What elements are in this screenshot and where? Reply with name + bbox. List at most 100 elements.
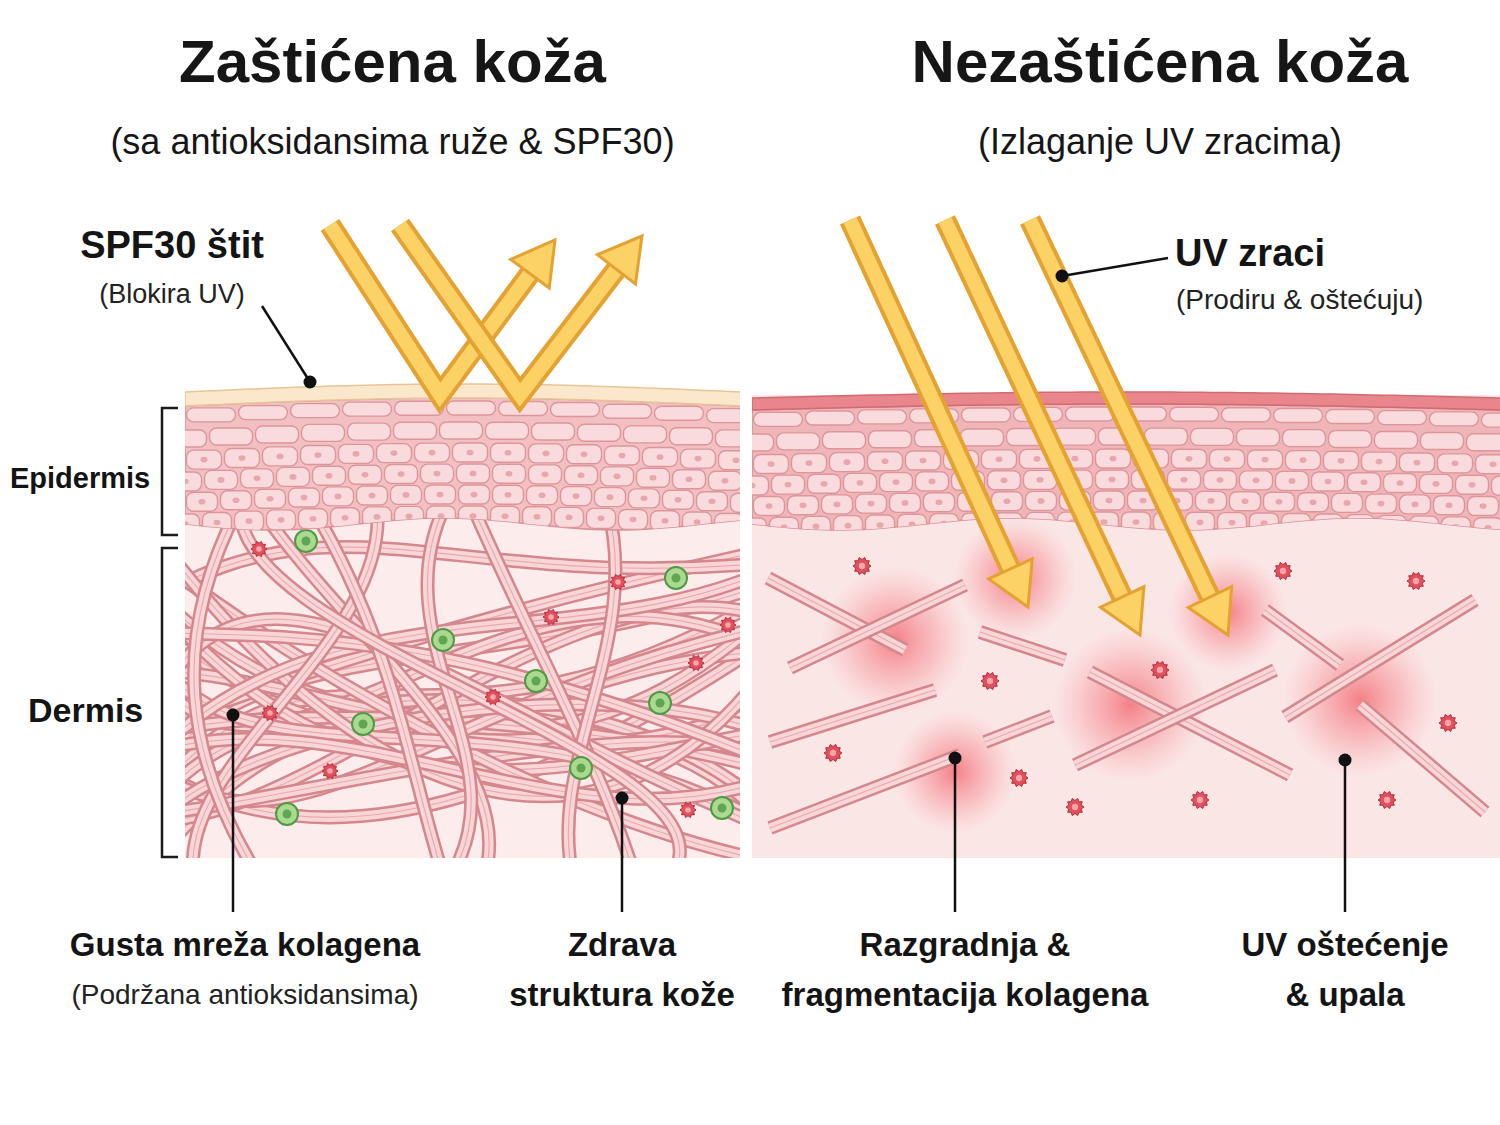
skin-cell: [1348, 473, 1381, 492]
cell-nucleus: [437, 492, 444, 498]
skin-cell: [357, 486, 388, 505]
collagen-fiber-core: [1090, 672, 1290, 775]
cell-nucleus: [857, 480, 864, 486]
skin-cell: [453, 443, 488, 462]
leader-dot: [1339, 754, 1352, 767]
cell-nucleus: [752, 483, 756, 489]
cell-nucleus: [1186, 456, 1193, 462]
panel-subtitle: (Izlaganje UV zracima): [820, 120, 1500, 163]
skin-cell: [1172, 449, 1207, 468]
panel-title: Nezaštićena koža: [820, 26, 1500, 98]
skin-cell: [1456, 475, 1489, 494]
skin-cell: [302, 424, 345, 441]
brackets-and-leaders: [162, 258, 1352, 912]
skin-cell: [605, 446, 640, 465]
collagen-fiber-line: [568, 500, 615, 858]
cell-nucleus: [398, 471, 405, 477]
cell-nucleus: [199, 499, 206, 505]
uv-ray: [945, 220, 1124, 601]
cell-nucleus: [1208, 498, 1215, 504]
cell-nucleus: [1310, 499, 1317, 505]
skin-cell: [1326, 409, 1375, 423]
cell-nucleus: [877, 522, 884, 528]
skin-cell: [459, 485, 490, 504]
antioxidant-cell: [276, 803, 298, 825]
dermis-ground: [752, 395, 1500, 858]
leader-line: [621, 798, 624, 912]
cell-nucleus: [821, 481, 828, 487]
skin-cell: [670, 428, 713, 445]
skin-cell: [673, 470, 706, 489]
skin-cell: [277, 467, 310, 486]
cell-nucleus: [362, 472, 369, 478]
skin-cell: [792, 454, 827, 473]
skin-cell: [187, 492, 218, 511]
skin-cell: [291, 404, 340, 418]
cell-nucleus: [1109, 477, 1116, 483]
skin-cell: [555, 507, 584, 527]
epidermis-cells: [185, 401, 740, 535]
skin-cell: [916, 472, 949, 491]
skin-cell: [1276, 471, 1309, 490]
inflammatory-cell: [610, 574, 626, 589]
antioxidant-cell-core: [302, 537, 311, 546]
antioxidant-cell: [665, 567, 687, 589]
callout-label: Zdrava struktura kože: [500, 920, 745, 1020]
cell-nucleus: [1325, 521, 1332, 527]
collagen-fiber-core: [1075, 670, 1275, 765]
cell-nucleus: [902, 500, 909, 506]
collagen-fiber: [770, 690, 935, 742]
cell-nucleus: [1229, 520, 1236, 526]
collagen-fiber: [1285, 600, 1475, 717]
cell-nucleus: [1325, 479, 1332, 485]
inflammatory-cell-core: [327, 768, 333, 774]
skin-cell: [1218, 513, 1247, 533]
inflammatory-cell: [1191, 791, 1209, 808]
skin-cell: [1240, 471, 1273, 490]
skin-cell: [1191, 428, 1234, 445]
skin-cell: [777, 433, 820, 450]
cell-nucleus: [290, 474, 297, 480]
skin-cell: [415, 443, 450, 462]
skin-cell: [527, 486, 558, 505]
skin-cell: [551, 403, 600, 417]
cell-nucleus: [581, 452, 588, 458]
skin-cell: [1122, 512, 1151, 532]
skin-cell: [1400, 453, 1435, 472]
cell-nucleus: [806, 460, 813, 466]
skin-cell: [868, 452, 903, 471]
cell-nucleus: [1397, 480, 1404, 486]
skin-cell: [823, 432, 866, 449]
collagen-fiber: [980, 632, 1065, 660]
cell-nucleus: [267, 496, 274, 502]
cell-nucleus: [566, 515, 573, 521]
cell-nucleus: [277, 454, 284, 460]
skin-cell: [830, 453, 865, 472]
dermis-bracket: [162, 548, 178, 857]
skin-cell: [806, 411, 855, 425]
collagen-fiber-line: [770, 755, 960, 828]
inflammatory-cell: [262, 705, 278, 720]
cell-nucleus: [471, 492, 478, 498]
skin-cell: [866, 515, 895, 535]
cell-nucleus: [233, 497, 240, 503]
inflammatory-cell-core: [1157, 667, 1163, 673]
cell-nucleus: [201, 457, 208, 463]
collagen-fiber-core: [985, 716, 1052, 742]
cell-nucleus: [214, 520, 221, 526]
antioxidant-cell: [352, 713, 374, 735]
cell-nucleus: [254, 476, 261, 482]
skin-cell: [601, 467, 634, 486]
skin-cell: [323, 487, 354, 506]
skin-cell: [493, 464, 526, 483]
cell-nucleus: [929, 479, 936, 485]
skin-cell: [1168, 470, 1201, 489]
cell-nucleus: [1490, 462, 1497, 468]
skin-cell: [391, 485, 422, 504]
collagen-fiber: [1090, 672, 1290, 775]
skin-cell: [587, 508, 616, 528]
antioxidant-cell: [570, 757, 592, 779]
inflammatory-cell: [1378, 791, 1396, 808]
skin-cell: [924, 493, 955, 512]
